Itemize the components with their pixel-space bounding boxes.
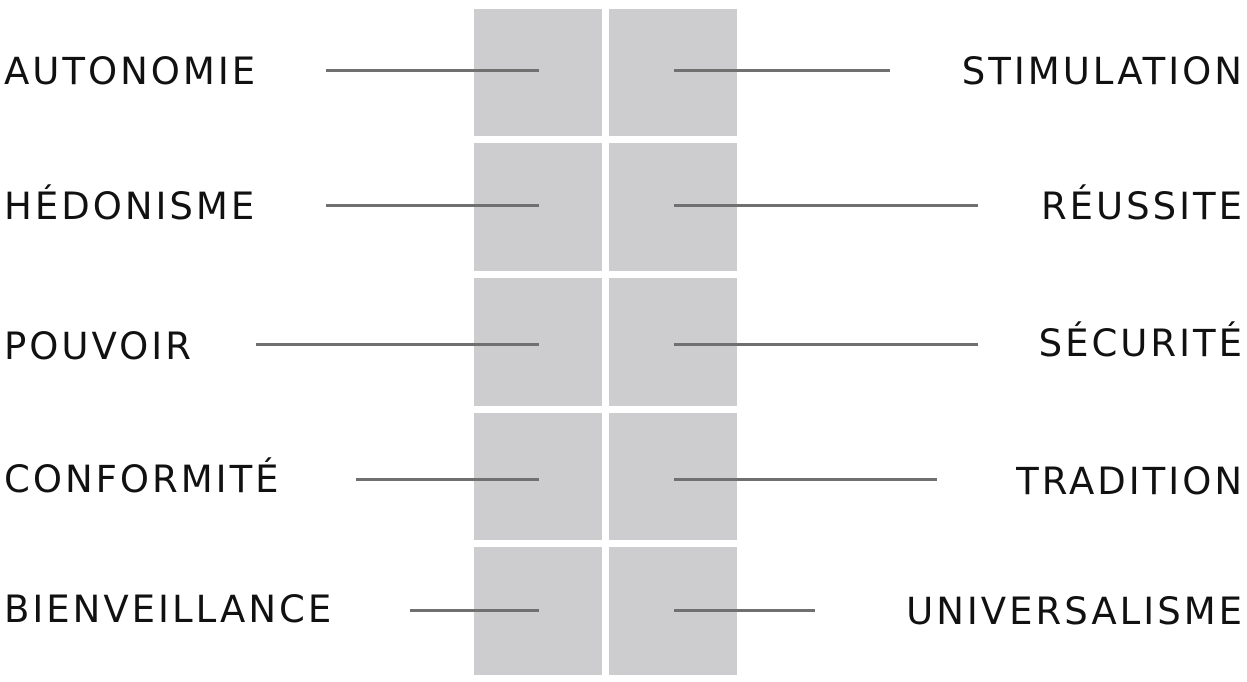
connector-left-5 [410, 609, 539, 612]
grid-cell-r3-left [474, 278, 602, 406]
connector-right-4 [674, 478, 937, 481]
connector-left-1 [326, 69, 539, 72]
grid-cell-r4-right [609, 413, 737, 540]
connector-right-5 [674, 609, 815, 612]
label-right-1: STIMULATION [961, 50, 1245, 93]
label-left-1: AUTONOMIE [4, 50, 259, 93]
connector-right-3 [674, 343, 978, 346]
label-right-2: RÉUSSITE [1040, 185, 1245, 228]
grid-cell-r3-right [609, 278, 737, 406]
grid-cell-r2-right [609, 143, 737, 271]
connector-right-2 [674, 204, 978, 207]
label-right-4: TRADITION [1016, 460, 1245, 503]
connector-left-3 [256, 343, 539, 346]
grid-cell-r1-right [609, 9, 737, 136]
label-left-3: POUVOIR [4, 325, 194, 368]
label-right-3: SÉCURITÉ [1038, 322, 1245, 365]
label-left-4: CONFORMITÉ [4, 458, 282, 501]
grid-cell-r1-left [474, 9, 602, 136]
connector-left-4 [356, 478, 539, 481]
label-right-5: UNIVERSALISME [906, 590, 1245, 633]
label-left-2: HÉDONISME [4, 185, 258, 228]
connector-left-2 [326, 204, 539, 207]
connector-right-1 [674, 69, 890, 72]
grid-cell-r2-left [474, 143, 602, 271]
grid-cell-r4-left [474, 413, 602, 540]
label-left-5: BIENVEILLANCE [4, 588, 335, 631]
